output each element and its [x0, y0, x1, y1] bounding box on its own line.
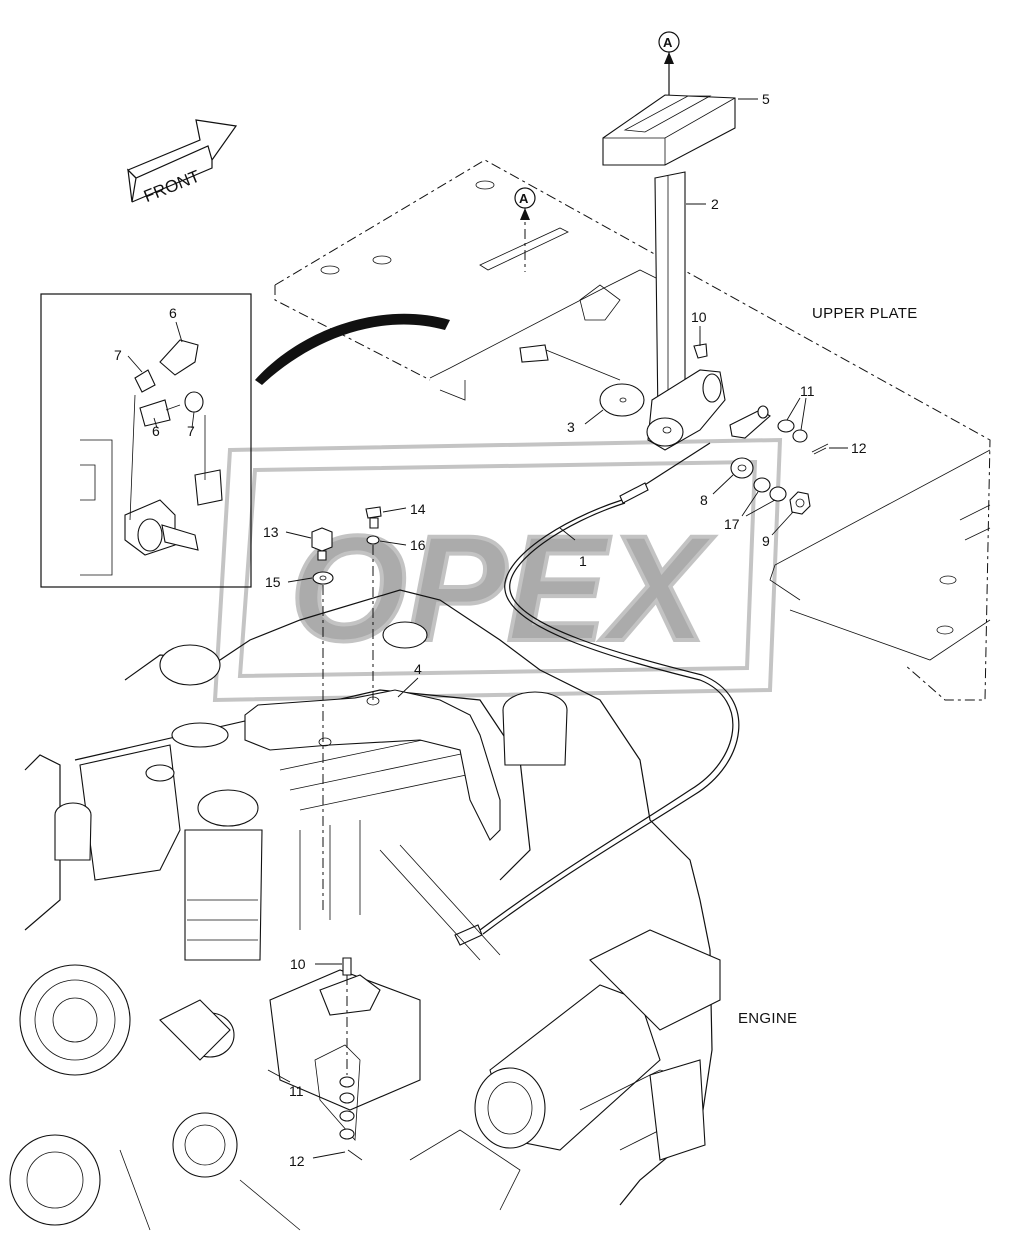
pin-12-lower — [347, 1149, 363, 1161]
callout-17: 17 — [724, 516, 740, 532]
callout-10-lower: 10 — [290, 956, 306, 972]
bracket-4 — [244, 689, 501, 841]
callout-11-lower: 11 — [289, 1083, 304, 1099]
inset-detail — [40, 293, 450, 588]
callout-16: 16 — [410, 537, 426, 553]
upper-plate — [274, 159, 991, 701]
bolt-stud — [519, 344, 621, 381]
callout-5: 5 — [762, 91, 770, 107]
callout-1: 1 — [579, 553, 587, 569]
callout-4: 4 — [414, 661, 422, 677]
nut-9 — [789, 491, 811, 515]
ref-a-plate: A — [514, 187, 536, 272]
callout-14: 14 — [410, 501, 426, 517]
lever-knob-5 — [602, 94, 736, 166]
callout-group: 5 2 10 11 12 3 8 17 9 1 14 16 13 — [114, 91, 867, 1169]
watermark-logo: OPEX — [212, 437, 783, 703]
bolt-14 — [365, 506, 382, 529]
callout-8: 8 — [700, 492, 708, 508]
svg-text:A: A — [663, 35, 673, 50]
front-label: FRONT — [141, 167, 202, 207]
washer-3 — [599, 383, 645, 417]
callout-11-top: 11 — [800, 383, 815, 399]
callout-2: 2 — [711, 196, 719, 212]
watermark-text: OPEX — [290, 504, 715, 672]
bolt-13 — [311, 527, 333, 561]
callout-15: 15 — [265, 574, 281, 590]
callout-12-lower: 12 — [289, 1153, 305, 1169]
washer-15 — [312, 571, 334, 585]
inset-callout-7-right: 7 — [187, 423, 195, 439]
callout-3: 3 — [567, 419, 575, 435]
lower-washers — [314, 975, 361, 1141]
callout-10-top: 10 — [691, 309, 707, 325]
engine-label: ENGINE — [738, 1010, 797, 1027]
callout-9: 9 — [762, 533, 770, 549]
svg-text:A: A — [519, 191, 529, 206]
inset-callout-7-left: 7 — [114, 347, 122, 363]
washers-17 — [753, 477, 787, 502]
bolt-10-lower — [342, 957, 352, 976]
inset-callout-6-top: 6 — [169, 305, 177, 321]
washers-11 — [777, 419, 808, 443]
bolt-10-top — [693, 330, 708, 359]
callout-13: 13 — [263, 524, 279, 540]
engine-block — [9, 589, 721, 1231]
washer-16 — [366, 535, 380, 545]
pin-12-top — [811, 443, 829, 455]
lever-2 — [646, 171, 726, 451]
front-arrow: FRONT — [126, 119, 238, 207]
inset-callout-6-bottom: 6 — [152, 423, 160, 439]
upper-plate-label: UPPER PLATE — [812, 305, 918, 322]
washer-8 — [730, 457, 754, 479]
callout-12-top: 12 — [851, 440, 867, 456]
cable-clamp — [729, 405, 771, 439]
